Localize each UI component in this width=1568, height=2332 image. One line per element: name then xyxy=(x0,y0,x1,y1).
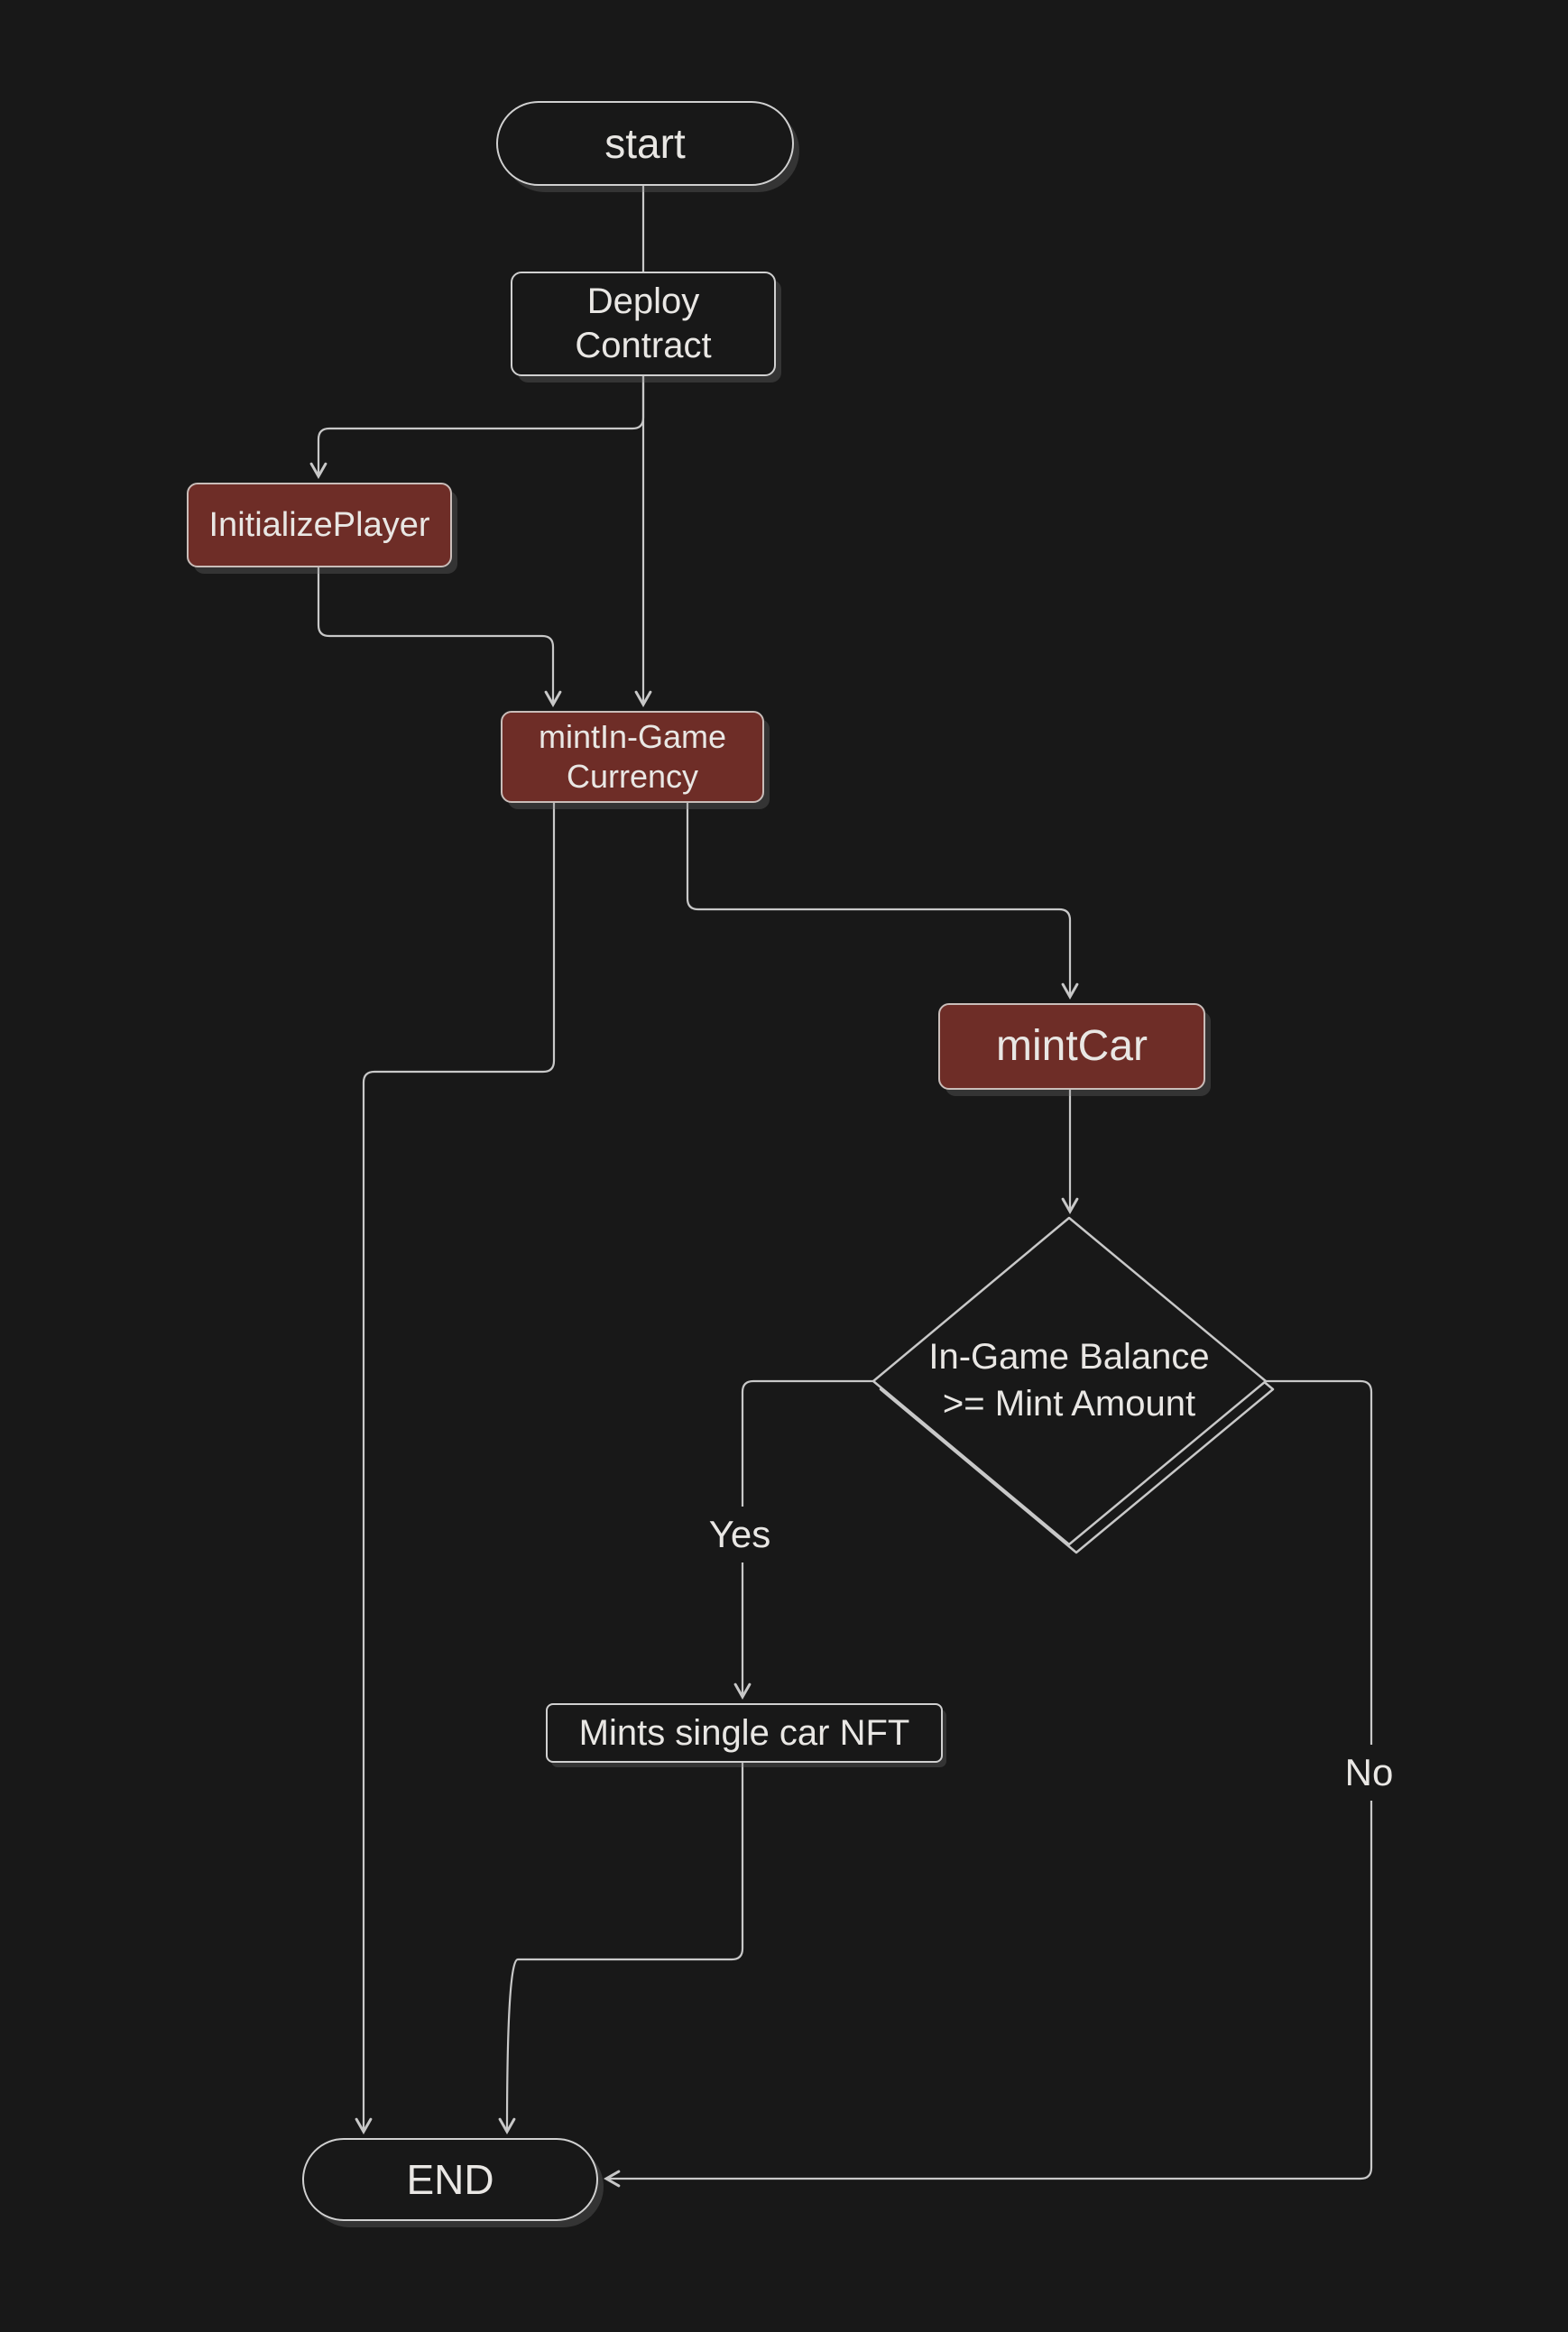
node-mint-ingame-currency: mintIn-Game Currency xyxy=(501,711,764,803)
node-deploy-contract: Deploy Contract xyxy=(511,272,776,376)
edge-deploy-to-initialize-player xyxy=(309,374,645,479)
node-mints-single-car-nft: Mints single car NFT xyxy=(546,1703,943,1763)
edge-decision-no-to-end xyxy=(604,1379,1373,2188)
edge-mints-nft-to-end xyxy=(498,1761,744,2134)
edge-label-no: No xyxy=(1313,1745,1425,1801)
node-initialize-player: InitializePlayer xyxy=(187,483,452,567)
edge-mint-currency-to-mint-car xyxy=(686,800,1079,1000)
edge-mint-currency-to-end xyxy=(355,800,556,2134)
node-end: END xyxy=(302,2138,598,2221)
node-mint-car: mintCar xyxy=(938,1003,1205,1090)
edge-label-yes: Yes xyxy=(681,1507,798,1562)
node-balance-decision-label: In-Game Balance >= Mint Amount xyxy=(928,1337,1210,1424)
edge-initialize-player-to-mint-currency xyxy=(317,565,562,707)
edge-decision-yes-to-mints-nft xyxy=(733,1379,875,1700)
node-start: start xyxy=(496,101,794,186)
decision-diamond-shape xyxy=(872,1216,1268,1546)
